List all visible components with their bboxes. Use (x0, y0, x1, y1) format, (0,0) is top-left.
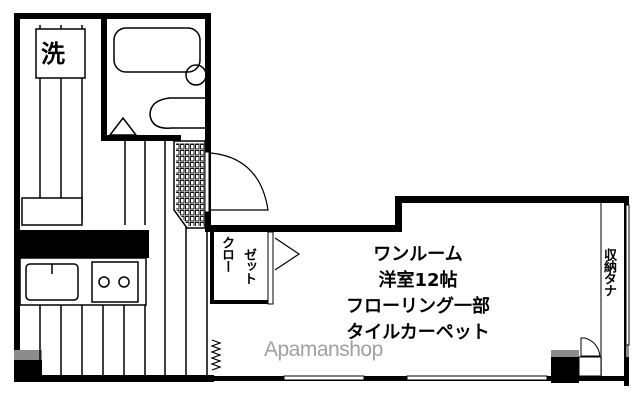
watermark: Apamanshop (264, 338, 383, 361)
kitchen-counter (19, 257, 147, 306)
right-window (625, 204, 630, 346)
carpet-label: タイルカーペット (346, 322, 490, 343)
closet-label-line2: ゼット (241, 248, 256, 284)
stove (91, 261, 139, 303)
toilet (149, 97, 205, 129)
shelf-box (21, 197, 83, 226)
flooring-label: フローリング一部 (346, 296, 490, 317)
closet-door (267, 231, 274, 305)
bath-drain-icon (185, 64, 207, 86)
front-door-leaf (204, 151, 210, 213)
gray-walls (14, 345, 629, 360)
burner-icon (118, 276, 130, 288)
washer-label: 洗 (41, 40, 65, 68)
heater-icon (210, 339, 222, 371)
closet-label-line1: クロー (219, 236, 234, 272)
meter-box (578, 356, 602, 377)
floor-boards (39, 25, 208, 375)
bottom-windows (283, 375, 548, 381)
walls (14, 13, 629, 386)
closet-open-arrow-icon (274, 237, 301, 271)
washer-box (35, 28, 86, 79)
front-door-swing (210, 152, 269, 211)
burner-icon (98, 276, 110, 288)
room-size-label: 洋室12帖 (378, 270, 458, 291)
basin-triangle (108, 116, 138, 136)
storage-label: 収納タナ (601, 248, 616, 296)
room-type-label: ワンルーム (373, 244, 463, 265)
meter-door (580, 337, 601, 357)
entrance-tiles (173, 140, 206, 229)
bathtub (113, 27, 201, 73)
